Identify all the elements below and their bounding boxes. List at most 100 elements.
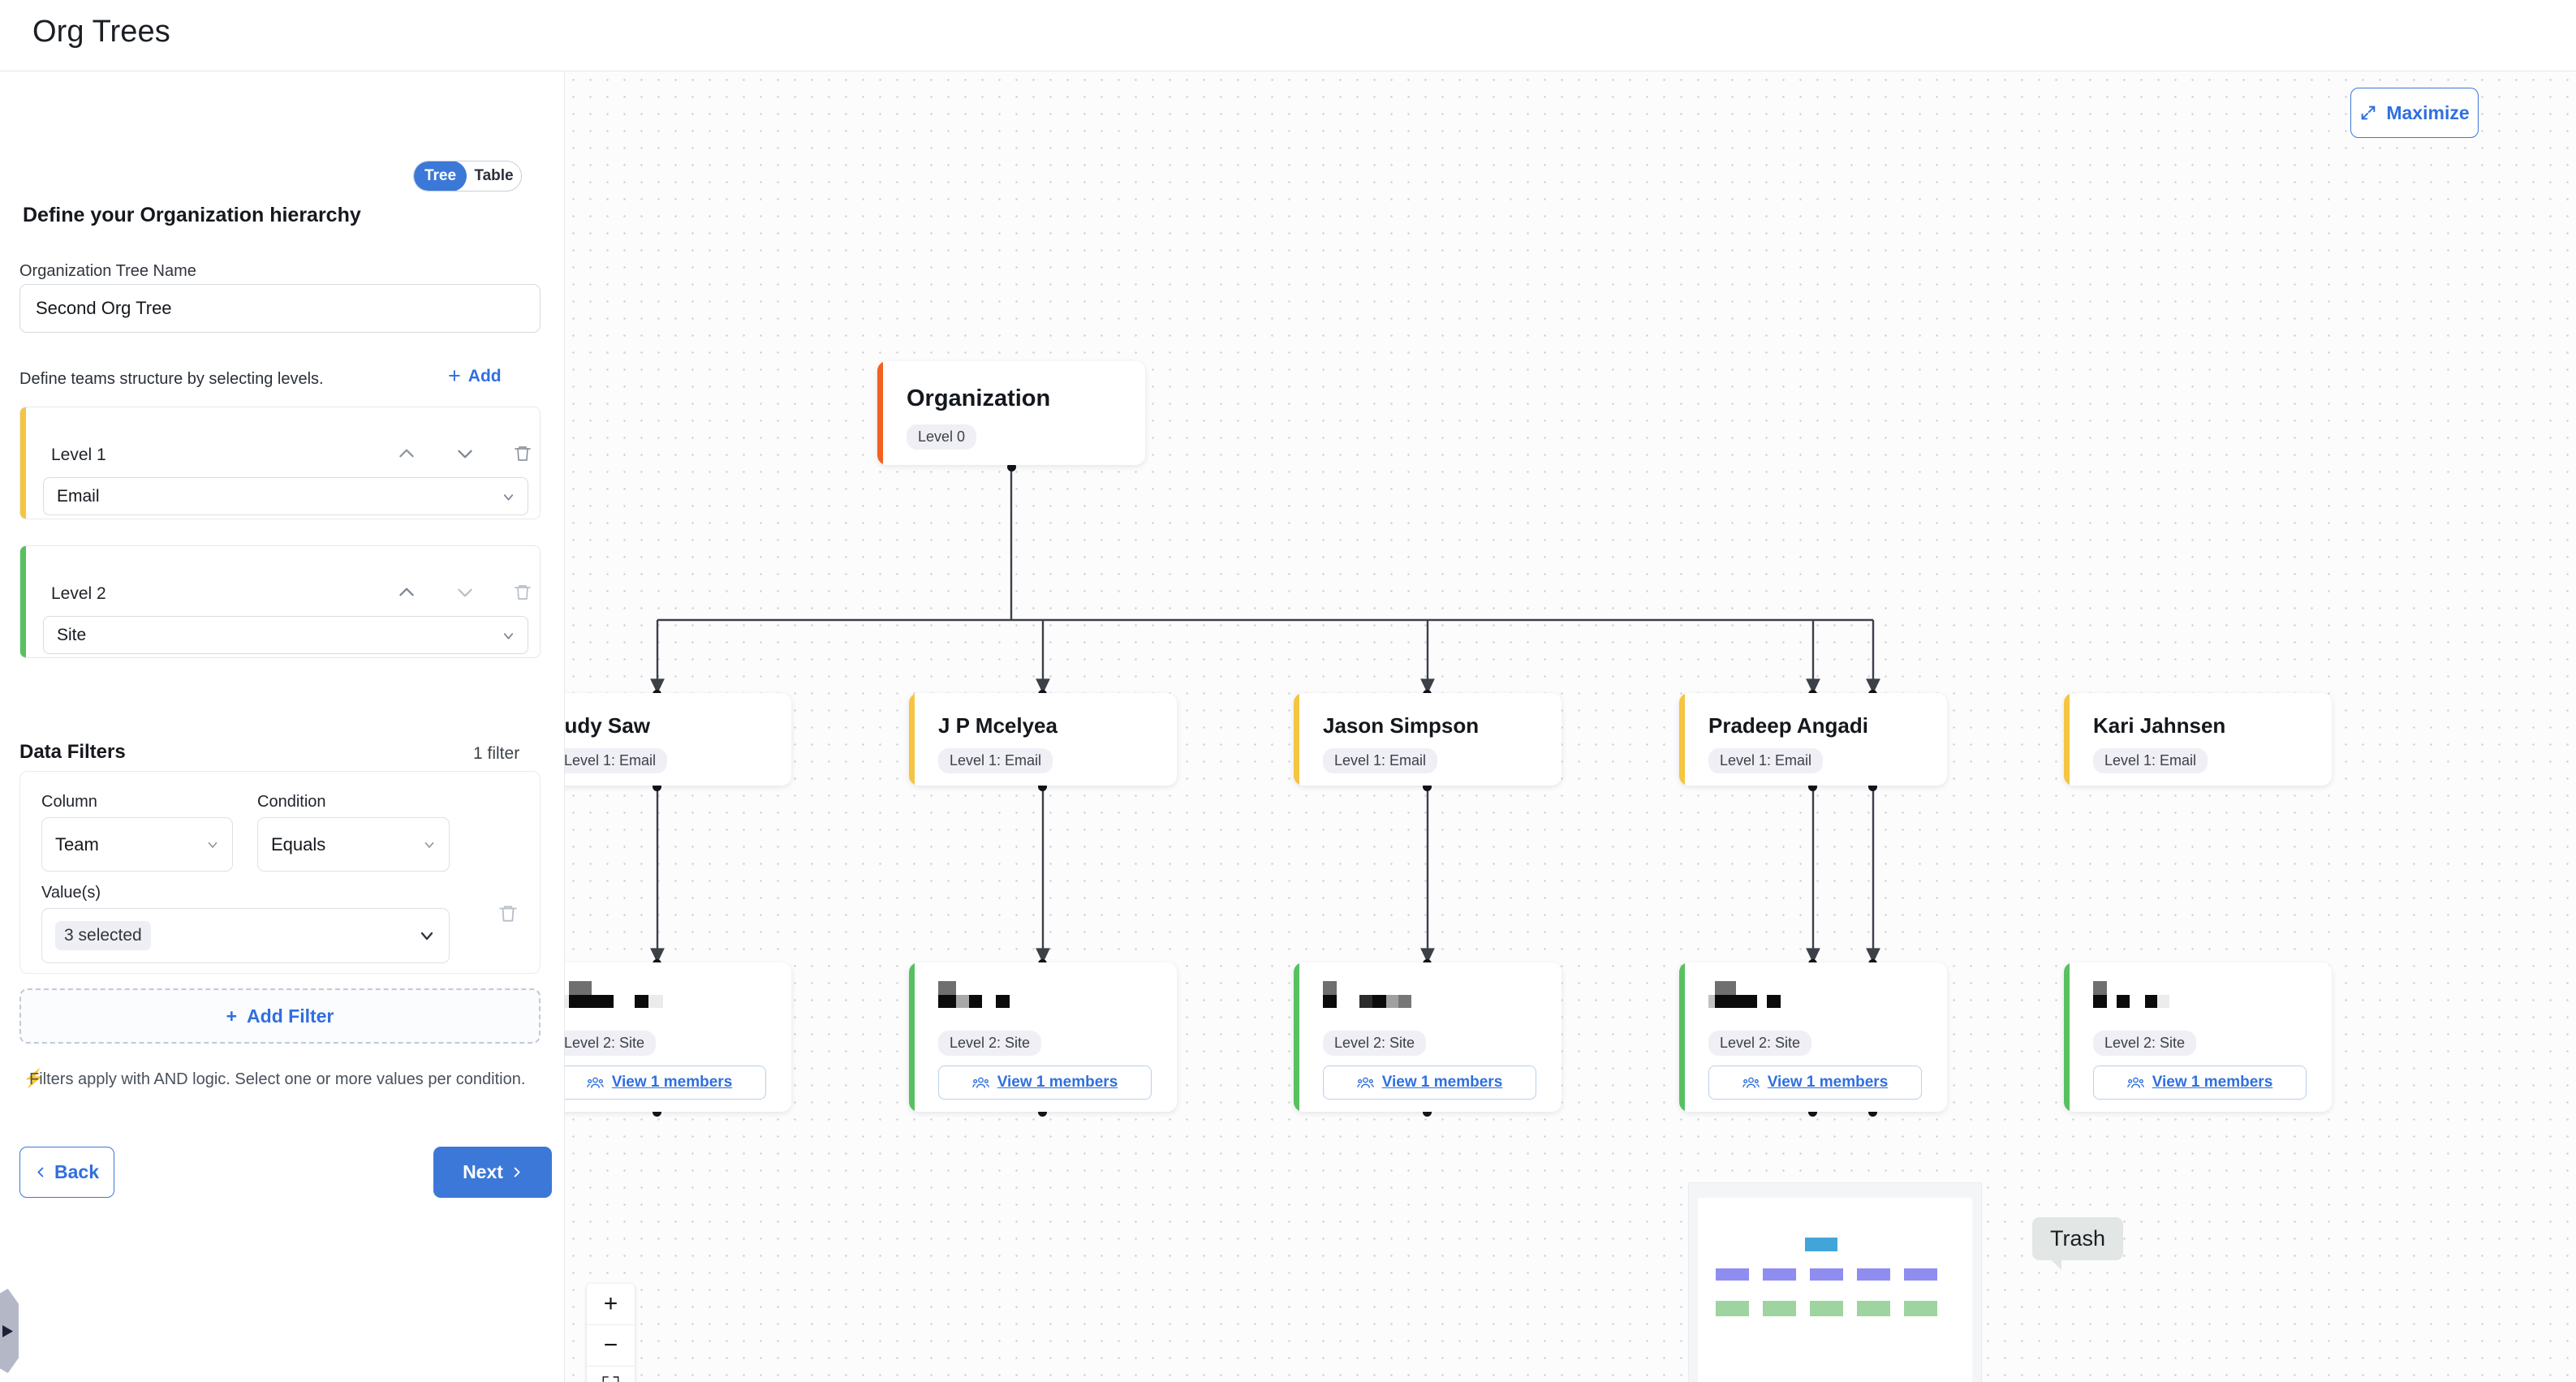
minimap-node-level1 [1716, 1268, 1749, 1281]
connector-dot [1808, 1108, 1817, 1117]
zoom-out-button[interactable]: − [587, 1325, 635, 1367]
chevron-down-icon [424, 842, 434, 848]
minimap-node-level1 [1763, 1268, 1796, 1281]
filter-note-text: Filters apply with AND logic. Select one… [29, 1070, 526, 1088]
maximize-label: Maximize [2386, 101, 2470, 123]
view-members-label: View 1 members [2152, 1074, 2273, 1091]
node-level-badge: Level 2: Site [1323, 1031, 1427, 1056]
org-node-level2[interactable]: Level 2: Site View 1 members [1679, 962, 1947, 1112]
values-multiselect[interactable]: 3 selected [41, 908, 450, 963]
fit-view-button[interactable]: ⛶ [587, 1367, 635, 1382]
node-accent-bar [1679, 962, 1685, 1112]
condition-value: Equals [271, 833, 326, 855]
delete-level-button[interactable] [509, 579, 536, 606]
tab-tree[interactable]: Tree [414, 161, 467, 191]
node-title: J P Mcelyea [938, 713, 1058, 738]
view-members-button[interactable]: View 1 members [1708, 1066, 1922, 1100]
node-level-badge: Level 2: Site [1708, 1031, 1812, 1056]
sidebar-panel: Tree Table Define your Organization hier… [0, 71, 565, 1382]
level-accent-bar [20, 546, 26, 657]
level-accent-bar [20, 407, 26, 519]
org-node-root[interactable]: Organization Level 0 [877, 361, 1145, 465]
org-node-level2[interactable]: Level 2: Site View 1 members [909, 962, 1177, 1112]
add-filter-label: Add Filter [247, 1005, 334, 1027]
node-level-badge: Level 1: Email [1708, 748, 1824, 773]
plus-icon: + [448, 364, 461, 388]
plus-icon: + [226, 1005, 238, 1027]
org-node-level1[interactable]: Kari Jahnsen Level 1: Email [2064, 693, 2332, 786]
connector-dot [1808, 782, 1817, 791]
org-node-level2[interactable]: Level 2: Site View 1 members [1294, 962, 1562, 1112]
node-title: Kari Jahnsen [2093, 713, 2226, 738]
minimap-node-level2 [1716, 1301, 1749, 1316]
minimap[interactable] [1689, 1183, 1981, 1382]
zoom-controls[interactable]: + − ⛶ [587, 1284, 635, 1382]
view-members-button[interactable]: View 1 members [565, 1066, 766, 1100]
level-field-select-1[interactable]: Email [43, 477, 528, 515]
delete-level-button[interactable] [509, 440, 536, 467]
node-accent-bar [2064, 693, 2070, 786]
node-accent-bar [1294, 693, 1299, 786]
node-accent-bar [909, 962, 915, 1112]
org-chart-canvas[interactable]: Maximize [565, 71, 2576, 1382]
minimap-node-level2 [1857, 1301, 1890, 1316]
node-level-badge: Level 2: Site [938, 1031, 1042, 1056]
node-level-badge: Level 1: Email [1323, 748, 1438, 773]
org-node-level2[interactable]: Level 2: Site View 1 members [2064, 962, 2332, 1112]
connector-dot [1423, 782, 1432, 791]
connector-dot [1038, 782, 1047, 791]
view-members-label: View 1 members [997, 1074, 1118, 1091]
org-node-level1[interactable]: Jason Simpson Level 1: Email [1294, 693, 1562, 786]
back-button[interactable]: Back [19, 1147, 114, 1198]
filter-row: Column Team Condition Equals Value(s) 3 … [19, 771, 541, 974]
view-members-button[interactable]: View 1 members [2093, 1066, 2307, 1100]
minimap-node-level2 [1904, 1301, 1937, 1316]
view-members-label: View 1 members [611, 1074, 733, 1091]
level-card-2[interactable]: Level 2 Site [19, 545, 541, 658]
levels-hint-text: Define teams structure by selecting leve… [19, 370, 324, 388]
trash-tooltip: Trash [2032, 1217, 2124, 1270]
drawer-toggle-handle[interactable] [0, 1289, 19, 1373]
level-card-1[interactable]: Level 1 Email [19, 407, 541, 519]
column-select[interactable]: Team [41, 817, 233, 872]
add-level-button[interactable]: + Add [448, 365, 502, 387]
chevron-left-icon [37, 1167, 44, 1177]
add-filter-button[interactable]: + Add Filter [19, 988, 541, 1044]
column-value: Team [55, 833, 99, 855]
filter-count-label: 1 filter [473, 744, 520, 763]
move-level-down-button[interactable] [451, 440, 479, 467]
node-title: Jason Simpson [1323, 713, 1480, 738]
node-level-badge: Level 2: Site [565, 1031, 657, 1056]
move-level-up-button[interactable] [393, 579, 420, 606]
play-triangle-icon [2, 1324, 13, 1337]
level-title: Level 1 [51, 446, 106, 464]
view-members-button[interactable]: View 1 members [1323, 1066, 1536, 1100]
org-node-level1[interactable]: Pradeep Angadi Level 1: Email [1679, 693, 1947, 786]
maximize-button[interactable]: Maximize [2350, 88, 2479, 138]
view-members-button[interactable]: View 1 members [938, 1066, 1152, 1100]
redacted-node-title [1323, 981, 1411, 1008]
move-level-down-button[interactable] [451, 579, 479, 606]
condition-label: Condition [257, 793, 326, 811]
connector-dot [653, 782, 661, 791]
zoom-in-button[interactable]: + [587, 1284, 635, 1325]
top-bar: Org Trees [0, 0, 2576, 71]
chevron-down-icon [503, 494, 514, 501]
connector-dot [653, 1108, 661, 1117]
delete-filter-button[interactable] [493, 899, 523, 928]
node-level-badge: Level 0 [907, 424, 977, 450]
move-level-up-button[interactable] [393, 440, 420, 467]
condition-select[interactable]: Equals [257, 817, 450, 872]
view-mode-toggle[interactable]: Tree Table [413, 161, 522, 192]
org-node-level1[interactable]: Judy Saw Level 1: Email [565, 693, 791, 786]
org-node-level2[interactable]: Level 2: Site View 1 members [565, 962, 791, 1112]
connector-dot [1868, 1108, 1877, 1117]
tab-table[interactable]: Table [474, 167, 514, 184]
org-name-input[interactable] [19, 284, 541, 333]
connector-dot [1423, 1108, 1432, 1117]
connector-dot [1007, 463, 1016, 471]
level-field-select-2[interactable]: Site [43, 616, 528, 654]
sidebar-heading: Define your Organization hierarchy [23, 204, 361, 226]
org-node-level1[interactable]: J P Mcelyea Level 1: Email [909, 693, 1177, 786]
next-button[interactable]: Next [433, 1147, 552, 1198]
